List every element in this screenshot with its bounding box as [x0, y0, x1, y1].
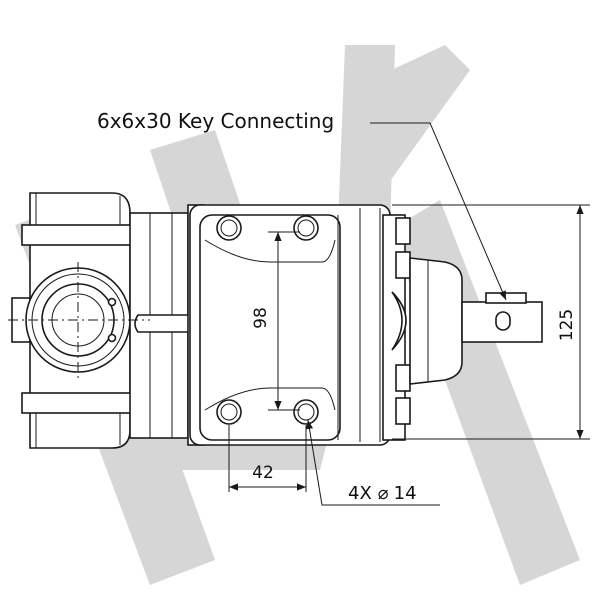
svg-text:4X⌀14: 4X ⌀14 — [348, 483, 417, 504]
mounting-hole — [216, 399, 242, 425]
key-callout: 6x6x30 Key Connecting — [97, 109, 507, 301]
key-callout-label: 6x6x30 Key Connecting — [97, 109, 334, 133]
shaft-assembly — [409, 257, 543, 385]
hole-callout: 4X ⌀14 — [305, 419, 440, 506]
mounting-hole — [293, 215, 319, 241]
dimension-label-vertical-spacing: 98 — [251, 307, 271, 329]
dimension-label-horizontal-spacing: 42 — [252, 463, 274, 483]
hole-count-label: 4X — [348, 483, 372, 504]
mounting-hole — [293, 399, 319, 425]
center-lines — [8, 262, 150, 378]
mounting-hole — [216, 215, 242, 241]
dimension-overall-height: 125 — [392, 204, 590, 440]
right-cap — [382, 214, 411, 441]
hole-diameter-label: 14 — [394, 483, 417, 504]
dimension-label-overall-height: 125 — [557, 309, 577, 341]
main-flange — [189, 204, 391, 446]
diameter-symbol-icon: ⌀ — [378, 483, 389, 504]
dimension-horizontal-spacing: 42 — [228, 425, 307, 492]
dimension-vertical-spacing: 98 — [251, 231, 300, 411]
